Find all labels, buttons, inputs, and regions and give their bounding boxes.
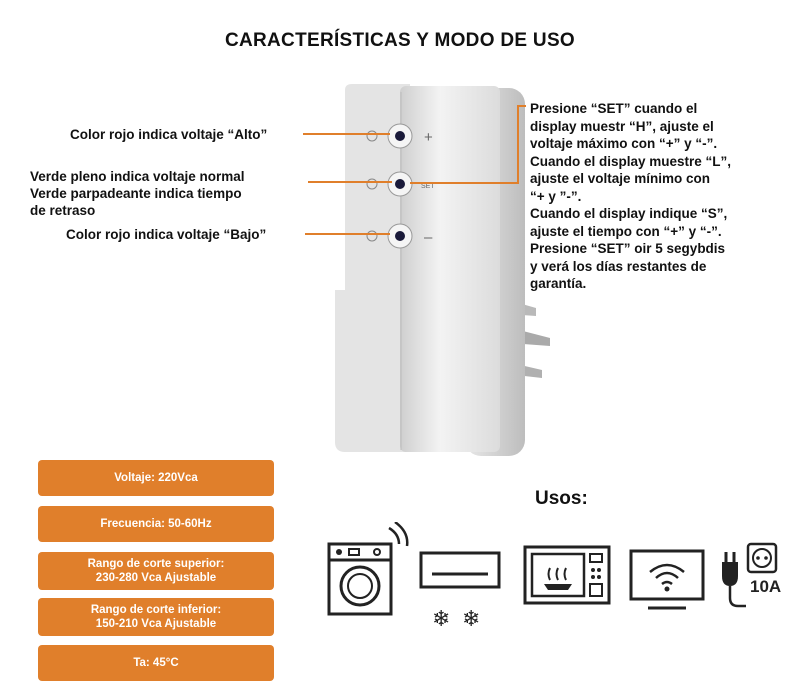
socket-rating: 10A: [750, 577, 781, 596]
label-alto: Color rojo indica voltaje “Alto”: [70, 127, 268, 142]
svg-text:❄: ❄: [432, 607, 450, 632]
plus-label: +: [424, 129, 433, 146]
plug-socket-icon: 10A: [722, 542, 781, 608]
minus-label: –: [424, 229, 433, 246]
spec-voltaje: Voltaje: 220Vca: [38, 460, 274, 496]
label-normal-1: Verde pleno indica voltaje normal: [30, 169, 245, 184]
spec-corte-superior: Rango de corte superior:230-280 Vca Ajus…: [38, 552, 274, 590]
microwave-icon: [523, 545, 611, 605]
label-normal-2: Verde parpadeante indica tiempo: [30, 186, 242, 201]
washing-machine-icon: [327, 522, 409, 616]
set-label: SET: [421, 183, 435, 190]
voltage-protector-device: + SET –: [335, 84, 550, 456]
instructions-text: Presione “SET” cuando el display muestr …: [530, 101, 732, 291]
label-normal-3: de retraso: [30, 203, 96, 218]
page-title: CARACTERÍSTICAS Y MODO DE USO: [224, 30, 576, 51]
spec-corte-inferior: Rango de corte inferior:150-210 Vca Ajus…: [38, 598, 274, 636]
label-bajo: Color rojo indica voltaje “Bajo”: [66, 227, 267, 242]
spec-frecuencia: Frecuencia: 50-60Hz: [38, 506, 274, 542]
button-up: [387, 123, 413, 149]
spec-temperatura: Ta: 45°C: [38, 645, 274, 681]
smart-tv-icon: [629, 549, 705, 610]
svg-text:❄: ❄: [462, 607, 480, 632]
usos-title: Usos:: [535, 488, 588, 509]
air-conditioner-icon: ❄ ❄: [419, 551, 501, 632]
